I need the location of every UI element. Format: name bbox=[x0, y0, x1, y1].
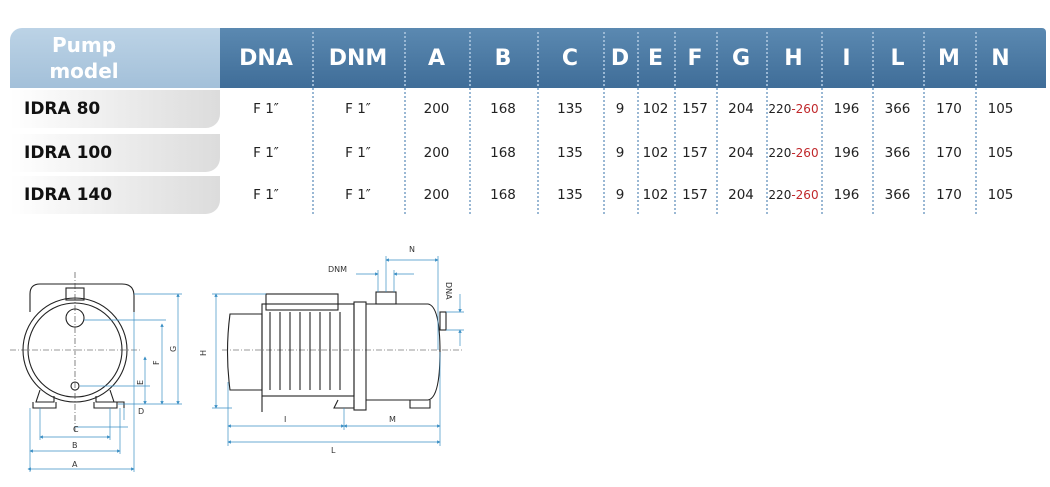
cell-b: 168 bbox=[490, 101, 516, 117]
cell-i: 196 bbox=[833, 101, 860, 117]
cell-f: 157 bbox=[682, 101, 708, 117]
cell-dnm: F 1″ bbox=[345, 145, 371, 161]
cell-h-sep: - bbox=[791, 146, 796, 160]
cell-a: 200 bbox=[423, 187, 450, 203]
cell-dna: F 1″ bbox=[253, 187, 279, 203]
row-model-cell: IDRA 140 bbox=[10, 176, 220, 214]
dim-label-b: B bbox=[72, 441, 78, 450]
col-header-m: M bbox=[938, 46, 960, 71]
cell-f: 157 bbox=[682, 145, 708, 161]
cell-e: 102 bbox=[642, 145, 669, 161]
cell-d: 9 bbox=[615, 145, 625, 161]
cell-g: 204 bbox=[728, 187, 754, 203]
cell-l: 366 bbox=[884, 101, 911, 117]
spec-table: Pump model DNA DNM A B C D E F G H I L M… bbox=[10, 28, 1046, 214]
cell-l: 366 bbox=[884, 145, 911, 161]
dim-label-n: N bbox=[409, 245, 415, 254]
row-model-label: IDRA 140 bbox=[24, 185, 113, 205]
col-header-f: F bbox=[687, 46, 703, 71]
dim-label-f: F bbox=[152, 360, 161, 365]
dim-label-c: C bbox=[73, 425, 79, 434]
cell-b: 168 bbox=[490, 187, 516, 203]
cell-b: 168 bbox=[490, 145, 516, 161]
cell-h: 220-260 bbox=[766, 134, 821, 172]
cell-a: 200 bbox=[423, 145, 450, 161]
cell-h: 220-260 bbox=[766, 90, 821, 128]
col-header-b: B bbox=[494, 46, 512, 71]
cell-n: 105 bbox=[987, 101, 1014, 117]
cell-m: 170 bbox=[936, 187, 962, 203]
cell-i: 196 bbox=[833, 145, 860, 161]
cell-h-low: 220 bbox=[768, 188, 792, 202]
cell-a: 200 bbox=[423, 101, 450, 117]
cell-dnm: F 1″ bbox=[345, 187, 371, 203]
cell-h-sep: - bbox=[791, 102, 796, 116]
row-model-cell: IDRA 80 bbox=[10, 90, 220, 128]
cell-h-low: 220 bbox=[768, 102, 792, 116]
cell-h-sep: - bbox=[791, 188, 796, 202]
cell-d: 9 bbox=[615, 101, 625, 117]
cell-e: 102 bbox=[642, 187, 669, 203]
cell-n: 105 bbox=[987, 145, 1014, 161]
dimension-header-band: DNA DNM A B C D E F G H I L M N bbox=[220, 28, 1046, 88]
cell-i: 196 bbox=[833, 187, 860, 203]
cell-h-low: 220 bbox=[768, 146, 792, 160]
dim-label-a: A bbox=[72, 460, 78, 469]
cell-c: 135 bbox=[557, 101, 583, 117]
front-dimensions bbox=[27, 293, 182, 472]
col-header-c: C bbox=[561, 46, 579, 71]
col-header-a: A bbox=[427, 46, 446, 71]
table-header-row: Pump model DNA DNM A B C D E F G H I L M… bbox=[10, 28, 1046, 88]
cell-g: 204 bbox=[728, 145, 754, 161]
cell-c: 135 bbox=[557, 187, 583, 203]
col-header-dnm: DNM bbox=[328, 46, 388, 71]
cell-h-high: 260 bbox=[795, 188, 819, 202]
front-view bbox=[22, 283, 135, 409]
cell-c: 135 bbox=[557, 145, 583, 161]
dim-label-h: H bbox=[199, 350, 208, 356]
col-header-h: H bbox=[784, 46, 803, 71]
row-model-label: IDRA 80 bbox=[24, 99, 101, 119]
col-header-e: E bbox=[647, 46, 664, 71]
table-row: IDRA 140 F 1″ F 1″ 200 168 135 9 102 157… bbox=[10, 176, 1046, 214]
table-row: IDRA 100 F 1″ F 1″ 200 168 135 9 102 157… bbox=[10, 134, 1046, 172]
cell-l: 366 bbox=[884, 187, 911, 203]
cell-h-high: 260 bbox=[795, 146, 819, 160]
col-header-g: G bbox=[731, 46, 751, 71]
col-header-dna: DNA bbox=[239, 46, 293, 71]
cell-h: 220-260 bbox=[766, 176, 821, 214]
cell-d: 9 bbox=[615, 187, 625, 203]
dim-label-i: I bbox=[284, 415, 286, 424]
dim-label-g: G bbox=[169, 346, 178, 352]
cell-dna: F 1″ bbox=[253, 145, 279, 161]
cell-dnm: F 1″ bbox=[345, 101, 371, 117]
row-model-label: IDRA 100 bbox=[24, 143, 113, 163]
cell-m: 170 bbox=[936, 101, 962, 117]
model-header-cell: Pump model bbox=[10, 28, 220, 88]
cell-h-high: 260 bbox=[795, 102, 819, 116]
cell-e: 102 bbox=[642, 101, 669, 117]
side-view bbox=[226, 291, 447, 412]
col-header-n: N bbox=[991, 46, 1010, 71]
col-header-i: I bbox=[842, 46, 851, 71]
pump-dimension-drawing: C B A D E F G bbox=[10, 245, 464, 472]
cell-dna: F 1″ bbox=[253, 101, 279, 117]
col-header-d: D bbox=[610, 46, 630, 71]
dim-label-d: D bbox=[138, 407, 144, 416]
model-header-label: Pump model bbox=[49, 33, 119, 83]
cell-n: 105 bbox=[987, 187, 1014, 203]
row-model-cell: IDRA 100 bbox=[10, 134, 220, 172]
dim-label-l: L bbox=[331, 446, 336, 455]
dim-label-m: M bbox=[389, 415, 396, 424]
cell-f: 157 bbox=[682, 187, 708, 203]
dim-label-e: E bbox=[136, 380, 145, 385]
cell-m: 170 bbox=[936, 145, 962, 161]
table-row: IDRA 80 F 1″ F 1″ 200 168 135 9 102 157 … bbox=[10, 90, 1046, 128]
dim-label-dnm: DNM bbox=[328, 265, 347, 274]
dim-label-dna: DNA bbox=[444, 282, 453, 300]
side-dimensions bbox=[212, 256, 464, 446]
col-header-l: L bbox=[890, 46, 905, 71]
cell-g: 204 bbox=[728, 101, 754, 117]
